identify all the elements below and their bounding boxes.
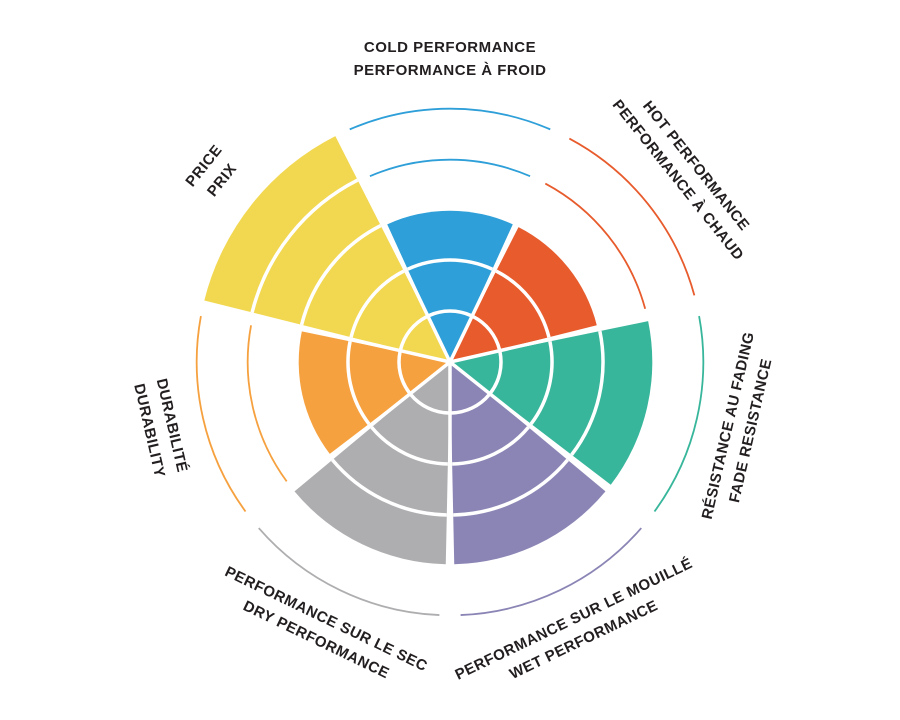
hot-ring-outline xyxy=(568,137,696,296)
price-ring-separator xyxy=(299,224,382,326)
cold-label-line1: COLD PERFORMANCE xyxy=(364,39,536,56)
wet-sector-wedge xyxy=(450,362,606,565)
wet-ring-separator xyxy=(450,393,491,415)
dry-ring-separator xyxy=(370,426,448,466)
hot-label-line2: PERFORMANCE À CHAUD xyxy=(609,97,747,264)
fade-ring-separator xyxy=(489,351,503,395)
hot-ring-separator xyxy=(495,269,551,338)
durability-ring-separator xyxy=(346,341,371,425)
price-ring-separator xyxy=(349,269,405,338)
dry-ring-separator xyxy=(331,458,447,517)
cold-ring-separator xyxy=(428,309,472,318)
cold-sector-wedge xyxy=(387,210,513,362)
hot-ring-separator xyxy=(472,314,502,351)
durability-ring-outline xyxy=(195,315,247,513)
cold-ring-separator xyxy=(406,258,494,271)
cold-ring-outline xyxy=(369,158,531,178)
price-ring-separator xyxy=(250,178,359,313)
cold-ring-outline xyxy=(349,107,551,131)
fade-ring-separator xyxy=(529,341,554,425)
dry-ring-separator xyxy=(409,393,450,415)
durability-sector-wedge xyxy=(298,331,450,454)
durability-ring-separator xyxy=(397,351,411,395)
wet-ring-separator xyxy=(452,426,530,466)
sector-divider xyxy=(448,360,656,527)
fade-ring-separator xyxy=(570,330,605,456)
price-ring-separator xyxy=(398,314,428,351)
wet-ring-separator xyxy=(453,458,569,517)
dry-sector-wedge xyxy=(294,362,450,565)
price-sector-wedge xyxy=(204,136,450,362)
wet-label-line1: PERFORMANCE SUR LE MOUILLÉ xyxy=(452,555,695,684)
cold-label: COLD PERFORMANCE PERFORMANCE À FROID xyxy=(354,39,547,79)
durability-ring-outline xyxy=(246,325,288,482)
dry-ring-outline xyxy=(258,527,440,616)
hot-ring-outline xyxy=(544,182,647,309)
dry-label-line1: PERFORMANCE SUR LE SEC xyxy=(222,563,430,675)
sector-divider xyxy=(448,126,565,363)
sector-divider xyxy=(449,302,705,364)
wet-ring-outline xyxy=(460,527,642,616)
fade-ring-outline xyxy=(653,315,705,513)
cold-label-line2: PERFORMANCE À FROID xyxy=(354,62,547,79)
sector-divider xyxy=(335,126,452,363)
sector-divider xyxy=(195,302,451,364)
sector-divider xyxy=(244,360,452,527)
